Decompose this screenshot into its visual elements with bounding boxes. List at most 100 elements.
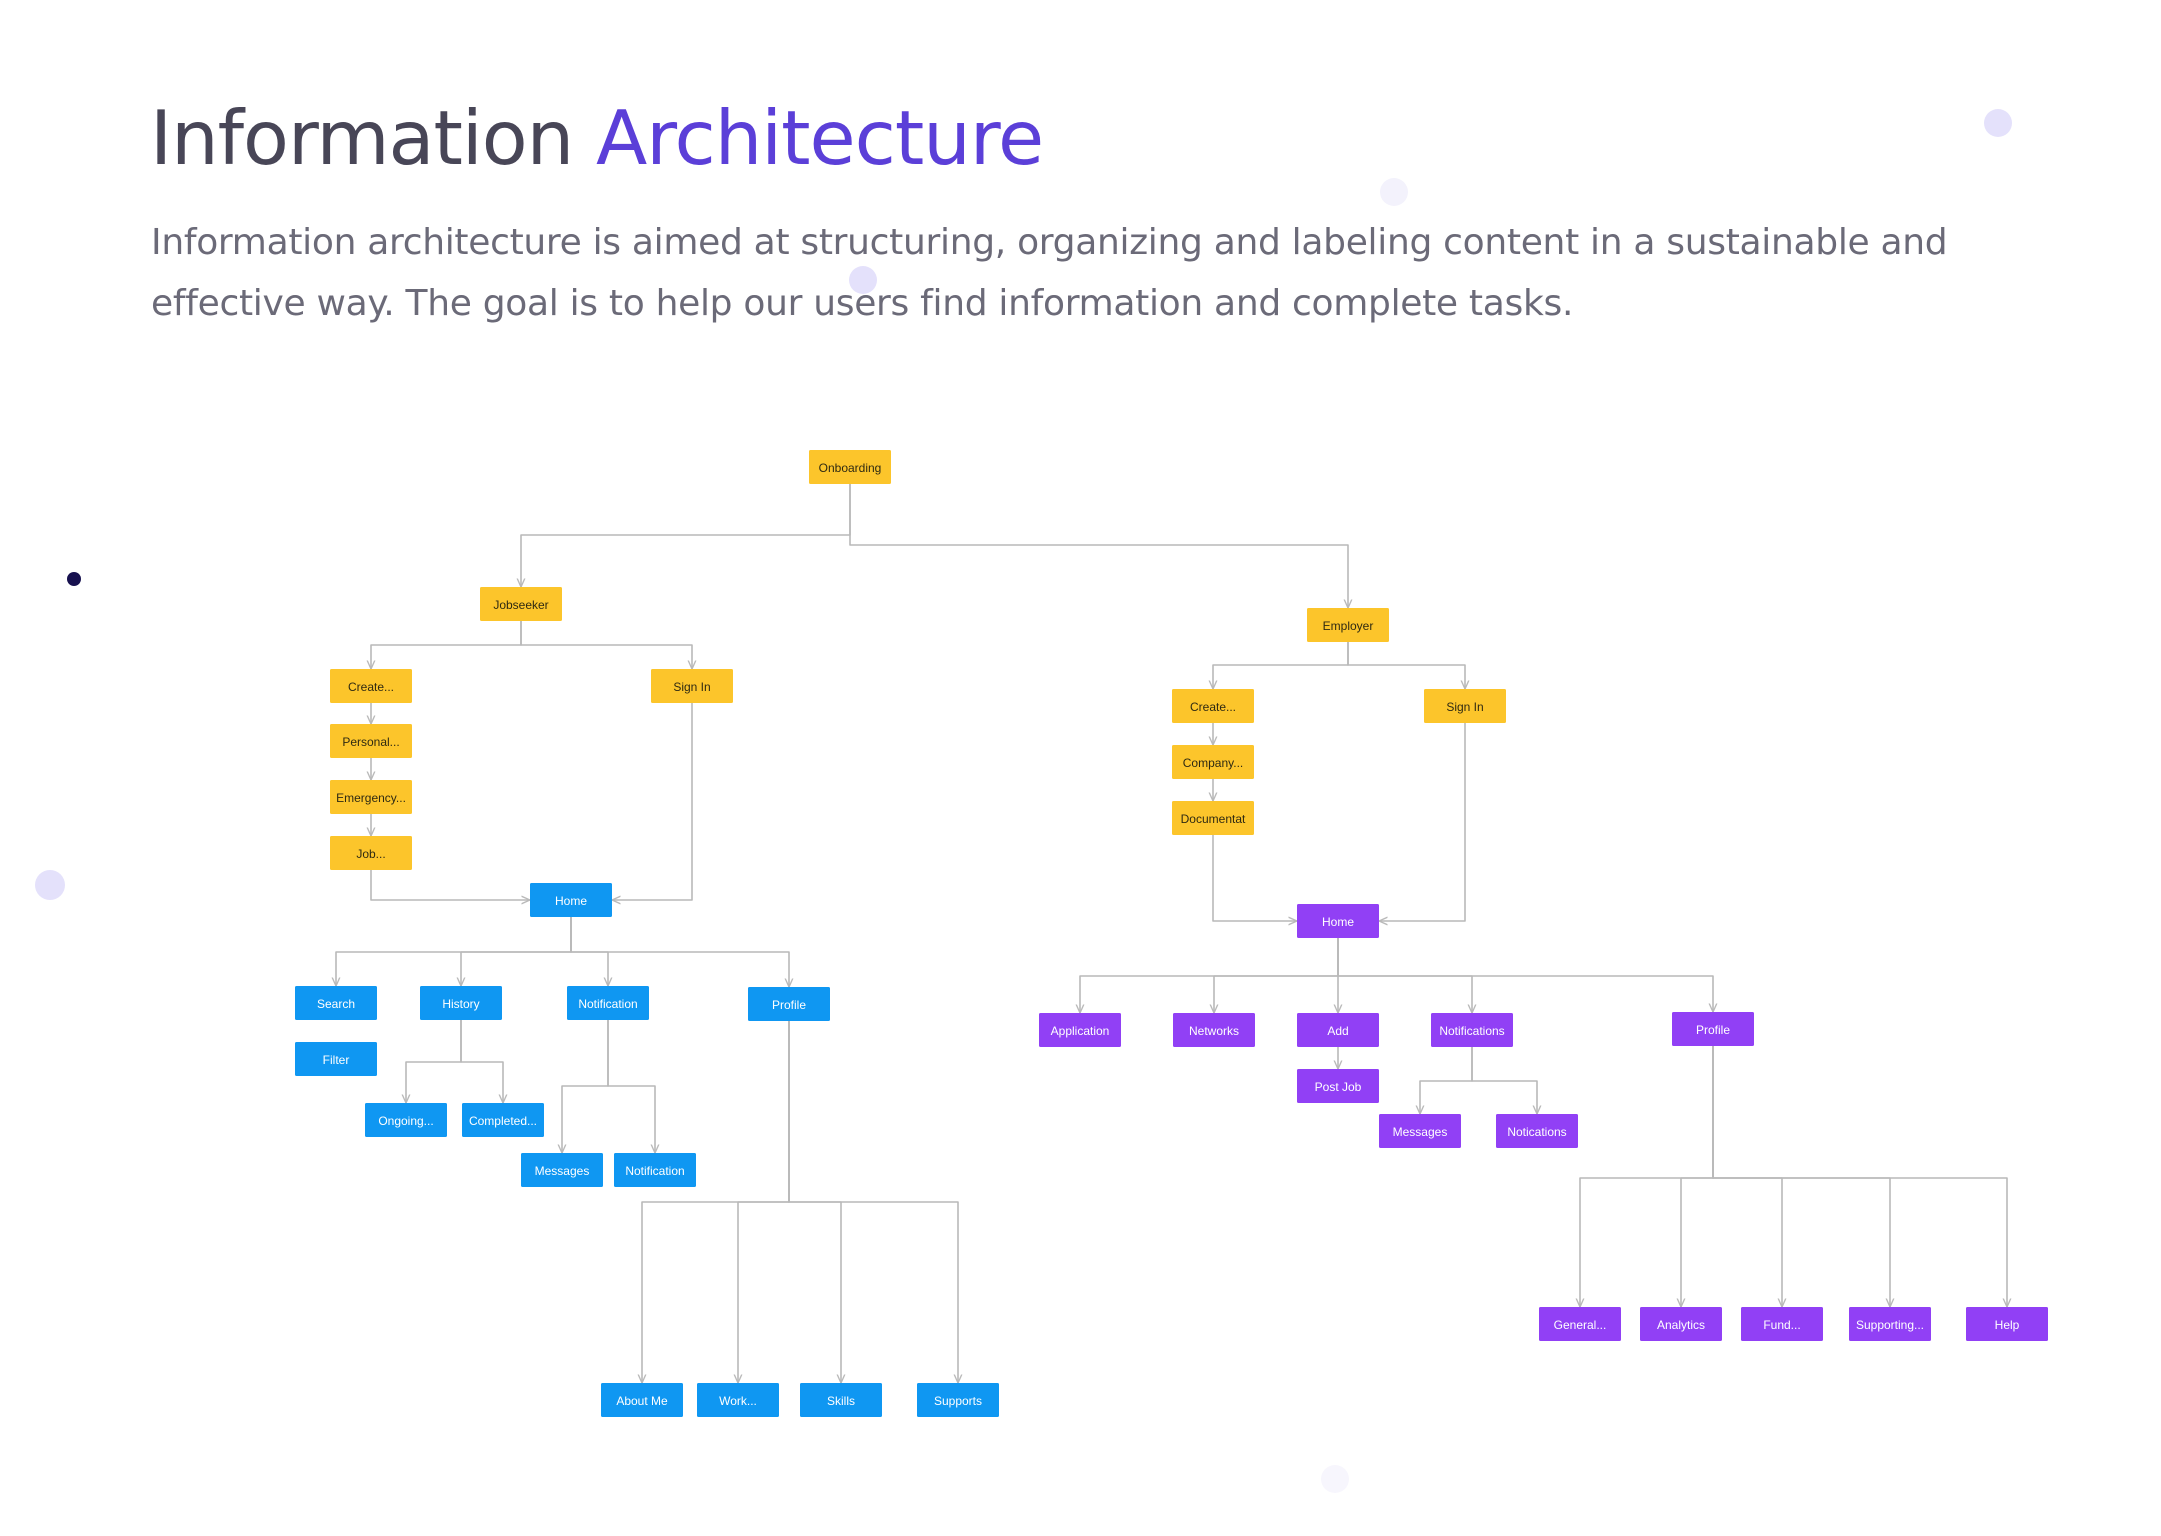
node-label: Sign In xyxy=(673,680,710,694)
node-label: Home xyxy=(555,894,587,908)
node-box xyxy=(1672,1012,1754,1046)
node-label: Notification xyxy=(625,1164,684,1178)
node-box xyxy=(330,780,412,814)
node-label: Application xyxy=(1051,1024,1110,1038)
connector-em-documentat-to-em-home xyxy=(1212,835,1297,921)
connector-employer-to-em-create xyxy=(1213,642,1349,689)
node-box xyxy=(1640,1307,1722,1341)
connector-jobseeker-to-js-signin xyxy=(520,621,692,669)
node-box xyxy=(567,986,649,1020)
node-js-supports: Supports xyxy=(917,1383,999,1417)
node-js-search: Search xyxy=(295,986,377,1020)
node-js-completed: Completed... xyxy=(462,1103,544,1137)
node-label: Help xyxy=(1995,1318,2020,1332)
node-label: Profile xyxy=(1696,1023,1730,1037)
node-label: Filter xyxy=(323,1053,350,1067)
node-box xyxy=(800,1383,882,1417)
node-label: Jobseeker xyxy=(493,598,548,612)
connector-em-notifications-to-em-messages xyxy=(1420,1047,1473,1114)
node-layer: OnboardingJobseekerEmployerCreate...Pers… xyxy=(295,450,2048,1417)
node-box xyxy=(1172,801,1254,835)
node-js-messages: Messages xyxy=(521,1153,603,1187)
connector-em-home-to-em-profile xyxy=(1337,938,1713,1012)
node-em-notifications: Notifications xyxy=(1431,1013,1513,1047)
decor-dot xyxy=(1380,178,1408,206)
node-label: About Me xyxy=(616,1394,668,1408)
connector-em-profile-to-em-analytics xyxy=(1681,1046,1714,1307)
node-em-postjob: Post Job xyxy=(1297,1069,1379,1103)
node-em-messages: Messages xyxy=(1379,1114,1461,1148)
node-box xyxy=(295,1042,377,1076)
node-label: Home xyxy=(1322,915,1354,929)
node-em-general: General... xyxy=(1539,1307,1621,1341)
node-label: Work... xyxy=(719,1394,757,1408)
node-jobseeker: Jobseeker xyxy=(480,587,562,621)
node-box xyxy=(614,1153,696,1187)
node-label: Supports xyxy=(934,1394,982,1408)
node-box xyxy=(330,836,412,870)
node-label: Networks xyxy=(1189,1024,1239,1038)
connector-js-profile-to-js-supports xyxy=(788,1021,958,1383)
decor-dot xyxy=(35,870,65,900)
node-label: Emergency... xyxy=(336,791,406,805)
page-title: Information Architecture xyxy=(150,94,1044,182)
node-box xyxy=(1172,745,1254,779)
node-box xyxy=(420,986,502,1020)
node-label: Completed... xyxy=(469,1114,537,1128)
node-label: Profile xyxy=(772,998,806,1012)
node-box xyxy=(748,987,830,1021)
connector-layer xyxy=(336,484,2007,1383)
node-em-fund: Fund... xyxy=(1741,1307,1823,1341)
node-em-application: Application xyxy=(1039,1013,1121,1047)
node-js-aboutme: About Me xyxy=(601,1383,683,1417)
connector-em-profile-to-em-fund xyxy=(1712,1046,1782,1307)
connector-js-history-to-js-completed xyxy=(460,1020,503,1103)
node-box xyxy=(1297,1013,1379,1047)
node-label: Skills xyxy=(827,1394,855,1408)
node-label: Create... xyxy=(348,680,394,694)
node-box xyxy=(809,450,891,484)
node-label: Notifications xyxy=(1439,1024,1504,1038)
node-box xyxy=(462,1103,544,1137)
node-label: Company... xyxy=(1183,756,1243,770)
connector-employer-to-em-signin xyxy=(1347,642,1465,689)
decor-dot xyxy=(849,266,877,294)
node-label: Personal... xyxy=(342,735,399,749)
connector-js-profile-to-js-work xyxy=(738,1021,790,1383)
connector-onboarding-to-employer xyxy=(849,484,1348,608)
node-box xyxy=(1039,1013,1121,1047)
node-em-notications: Notications xyxy=(1496,1114,1578,1148)
node-label: Fund... xyxy=(1763,1318,1800,1332)
node-js-ongoing: Ongoing... xyxy=(365,1103,447,1137)
node-em-profile: Profile xyxy=(1672,1012,1754,1046)
decor-dot xyxy=(67,572,81,586)
node-box xyxy=(1431,1013,1513,1047)
node-js-notification2: Notification xyxy=(614,1153,696,1187)
node-js-signin: Sign In xyxy=(651,669,733,703)
node-js-work: Work... xyxy=(697,1383,779,1417)
node-box xyxy=(1173,1013,1255,1047)
node-box xyxy=(1741,1307,1823,1341)
node-em-signin: Sign In xyxy=(1424,689,1506,723)
node-box xyxy=(697,1383,779,1417)
node-box xyxy=(1966,1307,2048,1341)
node-em-create: Create... xyxy=(1172,689,1254,723)
connector-onboarding-to-jobseeker xyxy=(521,484,851,587)
node-label: Messages xyxy=(535,1164,590,1178)
node-js-create: Create... xyxy=(330,669,412,703)
node-label: Employer xyxy=(1323,619,1374,633)
node-box xyxy=(601,1383,683,1417)
node-label: Sign In xyxy=(1446,700,1483,714)
title-plain: Information xyxy=(150,94,574,182)
node-em-add: Add xyxy=(1297,1013,1379,1047)
connector-js-signin-to-js-home xyxy=(612,703,693,900)
node-js-history: History xyxy=(420,986,502,1020)
node-label: Job... xyxy=(356,847,385,861)
connector-em-signin-to-em-home xyxy=(1379,723,1466,921)
node-box xyxy=(1297,1069,1379,1103)
node-box xyxy=(530,883,612,917)
node-js-notification: Notification xyxy=(567,986,649,1020)
node-em-company: Company... xyxy=(1172,745,1254,779)
node-label: Post Job xyxy=(1315,1080,1362,1094)
